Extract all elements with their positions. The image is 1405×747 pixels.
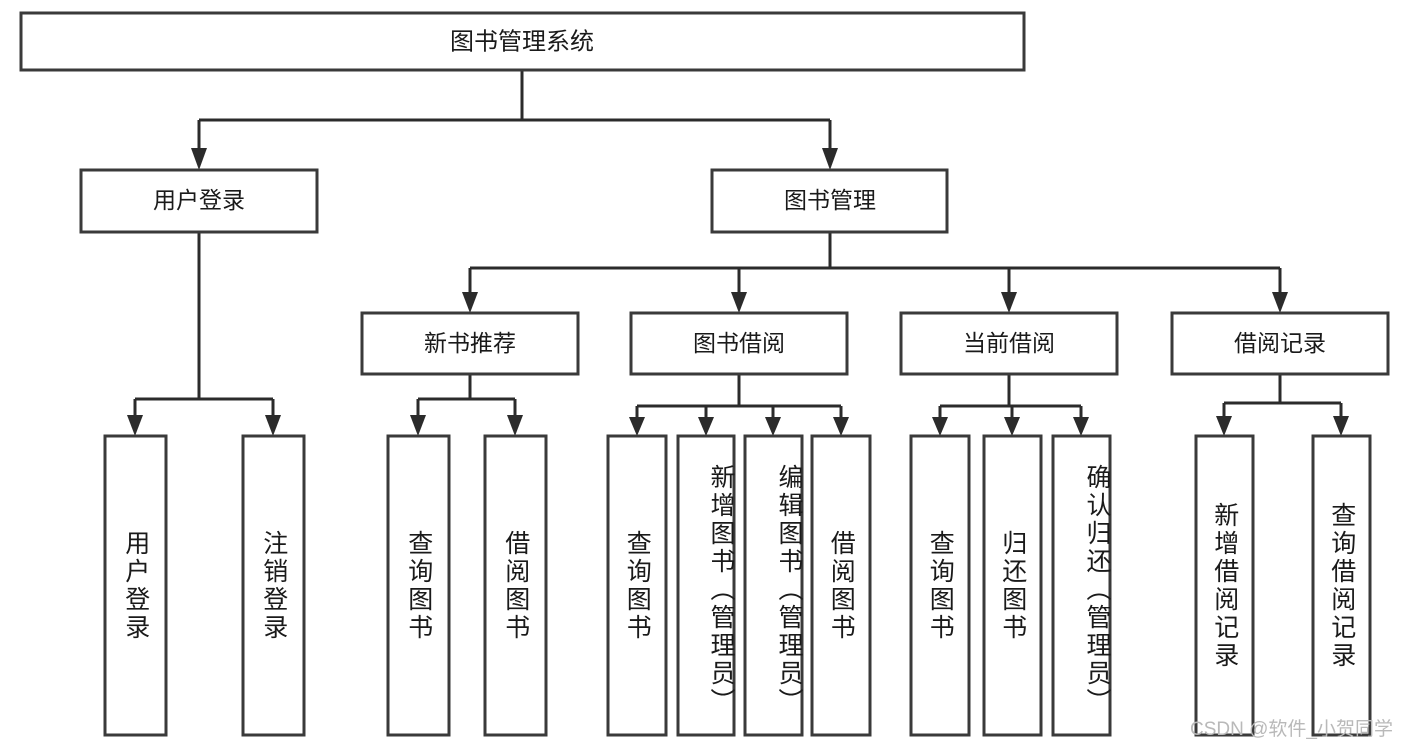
node-user-login-label: 用户登录	[153, 187, 245, 213]
node-book-borrow-label: 图书借阅	[693, 330, 785, 356]
node-user-login[interactable]: 用户登录	[79, 168, 319, 234]
arrowhead-book-borrow	[731, 292, 747, 313]
leaf-query-record-box[interactable]	[1311, 434, 1372, 737]
node-user-login-box[interactable]	[79, 168, 319, 234]
arrowhead-leaf-query-book-2	[629, 417, 645, 436]
arrowhead-leaf-query-book-1	[410, 415, 426, 436]
leaf-edit-book-box[interactable]	[743, 434, 804, 737]
arrowhead-leaf-confirm-return	[1073, 417, 1089, 436]
arrowhead-leaf-edit-book	[765, 417, 781, 436]
node-borrow-record-label: 借阅记录	[1234, 330, 1326, 356]
leaf-borrow-book-2-box[interactable]	[810, 434, 872, 737]
leaf-add-record-box[interactable]	[1194, 434, 1255, 737]
connector-group-borrow-record-to-leaves	[1216, 374, 1349, 436]
connector-group-new-book-recommend-to-leaves	[410, 374, 523, 436]
arrowhead-leaf-add-record	[1216, 416, 1232, 436]
arrowhead-leaf-user-login	[127, 415, 143, 436]
node-root-box[interactable]	[19, 11, 1026, 72]
connector-group-current-borrow-to-leaves	[932, 374, 1089, 436]
arrowhead-leaf-return-book	[1004, 417, 1020, 436]
leaf-logout-login-box[interactable]	[241, 434, 306, 737]
leaf-borrow-book-1-box[interactable]	[483, 434, 548, 737]
leaf-user-login-box[interactable]	[103, 434, 168, 737]
node-book-management-label: 图书管理	[784, 187, 876, 213]
leaf-add-book-box[interactable]	[676, 434, 736, 737]
leaf-query-book-1-box[interactable]	[386, 434, 451, 737]
connector-group-user-login-to-leaves	[127, 232, 281, 436]
node-book-management[interactable]: 图书管理	[710, 168, 949, 234]
arrowhead-leaf-query-record	[1333, 416, 1349, 436]
leaf-query-book-3-box[interactable]	[909, 434, 971, 737]
leaf-boxes	[103, 434, 1372, 737]
arrowhead-leaf-logout-login	[265, 415, 281, 436]
node-root[interactable]: 图书管理系统	[19, 11, 1026, 72]
leaf-query-book-2-box[interactable]	[606, 434, 668, 737]
connector-group-book-management-to-level2	[462, 232, 1288, 313]
node-new-book-recommend-box[interactable]	[360, 311, 580, 376]
node-book-borrow[interactable]: 图书借阅	[629, 311, 849, 376]
arrowhead-borrow-record	[1272, 292, 1288, 313]
node-new-book-recommend[interactable]: 新书推荐	[360, 311, 580, 376]
arrowhead-leaf-borrow-book-2	[833, 417, 849, 436]
node-book-management-box[interactable]	[710, 168, 949, 234]
connector-group-root-to-level1	[191, 70, 838, 170]
leaf-return-book-box[interactable]	[982, 434, 1043, 737]
node-borrow-record-box[interactable]	[1170, 311, 1390, 376]
arrowhead-user-login	[191, 148, 207, 170]
arrowhead-leaf-query-book-3	[932, 417, 948, 436]
leaf-confirm-return-box[interactable]	[1051, 434, 1112, 737]
node-borrow-record[interactable]: 借阅记录	[1170, 311, 1390, 376]
arrowhead-current-borrow	[1001, 292, 1017, 313]
node-new-book-recommend-label: 新书推荐	[424, 330, 516, 356]
arrowhead-leaf-borrow-book-1	[507, 415, 523, 436]
connector-group-book-borrow-to-leaves	[629, 374, 849, 436]
arrowhead-book-management	[822, 148, 838, 170]
node-book-borrow-box[interactable]	[629, 311, 849, 376]
node-current-borrow-label: 当前借阅	[963, 330, 1055, 356]
node-current-borrow-box[interactable]	[899, 311, 1119, 376]
node-root-label: 图书管理系统	[450, 28, 594, 55]
arrowhead-new-book-recommend	[462, 292, 478, 313]
arrowhead-leaf-add-book	[698, 417, 714, 436]
node-current-borrow[interactable]: 当前借阅	[899, 311, 1119, 376]
